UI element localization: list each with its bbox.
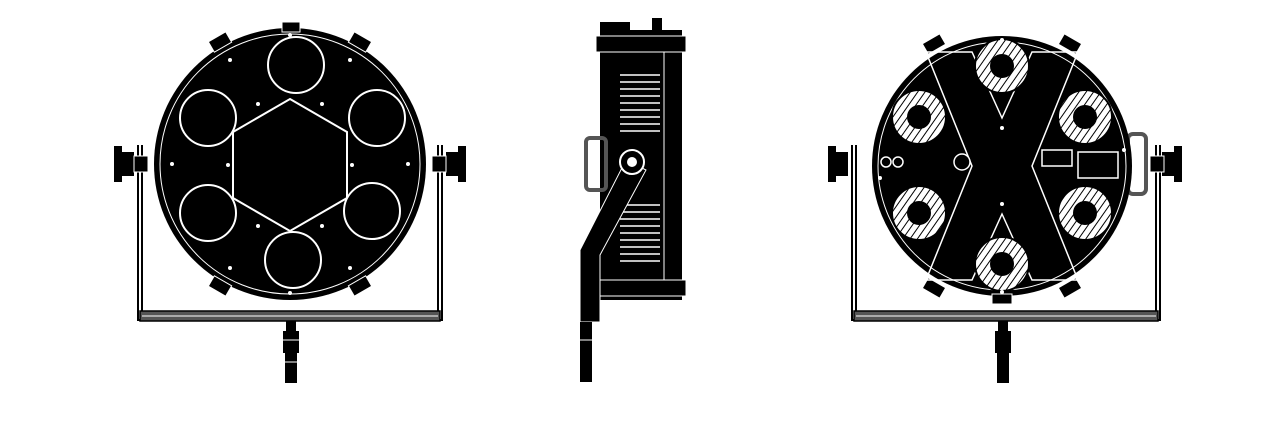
rear-fan-grilles xyxy=(891,38,1113,292)
rear-spigot xyxy=(995,321,1011,383)
side-spigot xyxy=(580,322,592,382)
rear-tilt-knob-left xyxy=(828,146,848,182)
front-tilt-knob-left xyxy=(114,146,149,182)
front-spigot xyxy=(283,321,299,383)
front-lens-ring xyxy=(179,36,406,289)
side-view xyxy=(579,18,687,382)
rear-view xyxy=(828,33,1182,383)
front-tilt-knob-right xyxy=(431,146,466,182)
rear-tilt-knob-right xyxy=(1149,146,1182,182)
side-yoke-arm xyxy=(579,159,647,323)
rear-connector-panel xyxy=(880,149,1119,179)
front-view xyxy=(114,21,466,383)
front-yoke xyxy=(137,145,443,322)
rear-x-brace xyxy=(924,51,1080,281)
